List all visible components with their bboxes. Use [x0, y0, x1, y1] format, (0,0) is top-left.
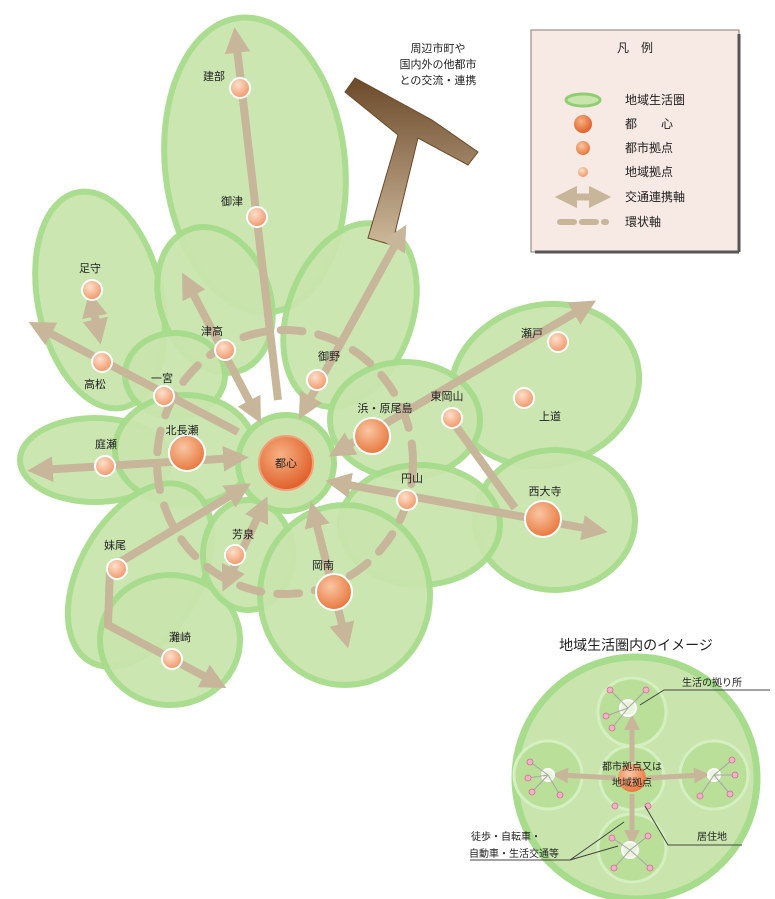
zone-ellipse-icon	[564, 92, 602, 108]
hub-hosen	[224, 544, 246, 566]
hub-saidaiji	[524, 500, 562, 538]
label-maruyama: 円山	[401, 472, 423, 485]
city-center-dot-icon	[574, 115, 592, 133]
label-takamatsu: 高松	[84, 377, 106, 391]
legend: 凡 例 地域生活圏 都 心 都市拠点 地域拠点 交通連携軸 環状軸	[530, 29, 741, 254]
hub-kitanagase	[168, 434, 206, 472]
hubs	[81, 77, 569, 670]
label-niwase: 庭瀬	[95, 437, 117, 451]
hub-ashimori	[81, 279, 103, 301]
label-ashimori: 足守	[79, 261, 101, 275]
hub-mino	[306, 369, 328, 391]
label-mitsu: 御津	[221, 194, 243, 208]
svg-text:周辺市町や: 周辺市町や	[411, 41, 466, 55]
legend-title: 凡 例	[617, 41, 653, 55]
legend-label-center: 都 心	[625, 117, 673, 131]
hub-senzaki	[161, 648, 183, 670]
place-labels: 建部 御津 足守 高松 津高 一宮 御野 庭瀬 北長瀬 浜・原尾島 東岡山 瀬戸…	[79, 69, 562, 644]
label-joto: 上道	[539, 409, 561, 423]
hub-seto	[547, 331, 569, 353]
hub-hama	[353, 417, 391, 455]
svg-text:との交流・連携: との交流・連携	[400, 73, 477, 87]
legend-label-ring-axis: 環状軸	[625, 215, 661, 229]
inset-hub-label-line2: 地域拠点	[612, 776, 652, 789]
legend-label-zone: 地域生活圏	[625, 93, 685, 107]
external-exchange-arrow	[344, 77, 479, 246]
label-seto: 瀬戸	[521, 326, 543, 340]
hub-konan	[315, 573, 353, 611]
legend-label-area-hub: 地域拠点	[625, 165, 673, 179]
label-higashiokayama: 東岡山	[431, 390, 464, 403]
inset-hub-label-line1: 都市拠点又は	[602, 760, 662, 773]
axis-hosen	[221, 496, 269, 592]
inset-spot-label: 生活の拠り所	[682, 676, 742, 689]
hub-maruyama	[396, 489, 418, 511]
hub-senoo	[106, 558, 128, 580]
hub-tsudaka	[214, 339, 236, 361]
label-saidaiji: 西大寺	[529, 484, 562, 498]
label-mino: 御野	[318, 349, 340, 363]
label-kitanagase: 北長瀬	[166, 423, 199, 437]
hub-tatebe	[229, 77, 251, 99]
inset-hub-dot	[618, 764, 646, 792]
hub-takamatsu	[91, 351, 113, 373]
label-senoo: 妹尾	[104, 539, 126, 552]
external-exchange-note: 周辺市町や 国内外の他都市 との交流・連携	[400, 41, 477, 87]
label-tatebe: 建部	[203, 69, 225, 83]
hub-higashiokayama	[441, 407, 463, 429]
label-hosen: 芳泉	[232, 527, 254, 541]
area-hub-dot-icon	[578, 167, 588, 177]
inset-diagram: 地域生活圏内のイメージ	[469, 638, 770, 899]
ring-axis	[153, 326, 417, 598]
city-center: 都心	[258, 435, 314, 491]
label-senzaki: 灘崎	[169, 630, 191, 644]
city-center-label: 都心	[275, 457, 297, 470]
inset-title: 地域生活圏内のイメージ	[559, 638, 713, 654]
urban-hub-dot-icon	[576, 141, 590, 155]
label-ichinomiya: 一宮	[151, 371, 173, 385]
hub-niwase	[94, 455, 116, 477]
axis-senoo	[107, 483, 251, 572]
axis-ashimori	[82, 291, 108, 345]
svg-text:国内外の他都市: 国内外の他都市	[400, 57, 477, 71]
label-konan: 岡南	[312, 559, 334, 572]
legend-label-transport-axis: 交通連携軸	[625, 189, 685, 204]
label-tsudaka: 津高	[201, 324, 223, 338]
hub-mitsu	[246, 206, 268, 228]
label-hama: 浜・原尾島	[358, 401, 413, 415]
inset-transport-label-line2: 自動車・生活交通等	[469, 847, 559, 860]
hub-ichinomiya	[153, 385, 175, 407]
hub-joto	[513, 387, 535, 409]
legend-label-urban-hub: 都市拠点	[625, 140, 673, 155]
inset-transport-label-line1: 徒歩・自転車・	[471, 830, 541, 843]
inset-residence-label: 居住地	[697, 830, 727, 843]
